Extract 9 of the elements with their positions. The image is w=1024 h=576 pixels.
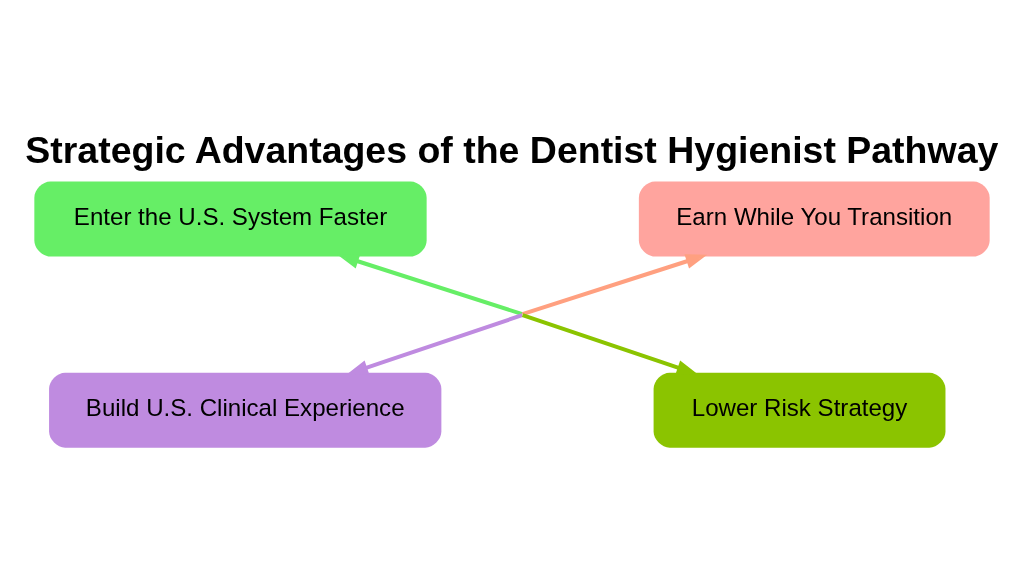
arrow: [346, 312, 523, 375]
arrow: [521, 253, 708, 316]
arrow: [337, 253, 523, 316]
node-box: Build U.S. Clinical Experience: [49, 372, 442, 448]
arrow: [521, 312, 699, 375]
node-box: Lower Risk Strategy: [653, 372, 946, 448]
node-box: Earn While You Transition: [638, 181, 990, 257]
diagram-title: Strategic Advantages of the Dentist Hygienist Pathway: [25, 128, 999, 171]
node-box: Enter the U.S. System Faster: [34, 181, 427, 257]
